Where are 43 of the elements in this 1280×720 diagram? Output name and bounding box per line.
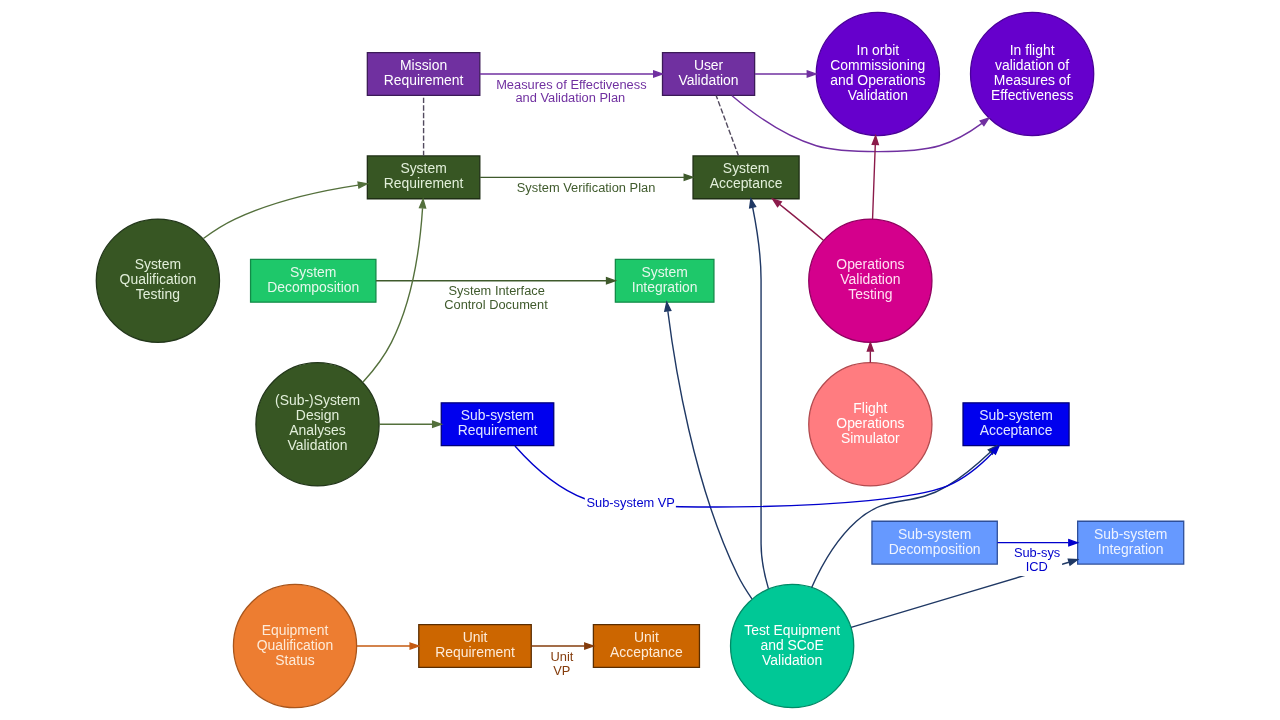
node-box: System Decomposition	[249, 258, 377, 303]
arrow	[663, 300, 753, 600]
node-circle: Flight Operations Simulator	[808, 362, 933, 487]
edge-label: Measures of Effectiveness and Validation Plan	[496, 76, 647, 106]
arrow	[479, 173, 695, 182]
node-box: Unit Requirement	[418, 624, 532, 669]
node-circle: (Sub-)System Design Analyses Validation	[255, 362, 380, 487]
connector	[422, 94, 425, 157]
arrow	[356, 642, 421, 651]
edge-label: Sub-system VP	[586, 495, 675, 511]
node-box: Sub-system Integration	[1077, 520, 1185, 565]
arrow	[731, 95, 991, 153]
node-box: System Integration	[614, 258, 715, 303]
edge-label: Sub-sys ICD	[1013, 545, 1061, 575]
connector	[715, 94, 740, 157]
arrow	[754, 69, 818, 78]
node-box: System Requirement	[366, 155, 481, 200]
edge-label: System Interface Control Document	[444, 283, 548, 313]
arrow	[202, 181, 370, 240]
arrow	[362, 197, 427, 383]
node-circle: In orbit Commissioning and Operations Validation	[815, 11, 941, 137]
node-box: System Acceptance	[692, 155, 800, 200]
node-box: Sub-system Decomposition	[871, 520, 998, 565]
node-circle: Test Equipment and SCoE Validation	[729, 583, 855, 709]
arrow	[530, 642, 596, 651]
edge-label: System Verification Plan	[516, 180, 656, 196]
node-circle: In flight validation of Measures of Effectiveness	[969, 11, 1095, 137]
arrow	[996, 538, 1080, 547]
node-box: Mission Requirement	[366, 51, 481, 96]
node-box: Sub-system Requirement	[440, 402, 555, 447]
node-box: Unit Acceptance	[592, 624, 701, 669]
arrow	[375, 276, 618, 285]
arrow	[871, 133, 880, 220]
node-box: User Validation	[661, 51, 756, 96]
arrow	[748, 196, 770, 590]
arrow	[771, 197, 825, 241]
edge-label: Unit VP	[550, 648, 574, 678]
node-circle: Equipment Qualification Status	[232, 583, 358, 709]
arrow	[378, 420, 444, 429]
arrow	[479, 69, 665, 78]
node-box: Sub-system Acceptance	[962, 402, 1070, 447]
node-circle: System Qualification Testing	[95, 218, 221, 343]
node-circle: Operations Validation Testing	[808, 218, 933, 343]
